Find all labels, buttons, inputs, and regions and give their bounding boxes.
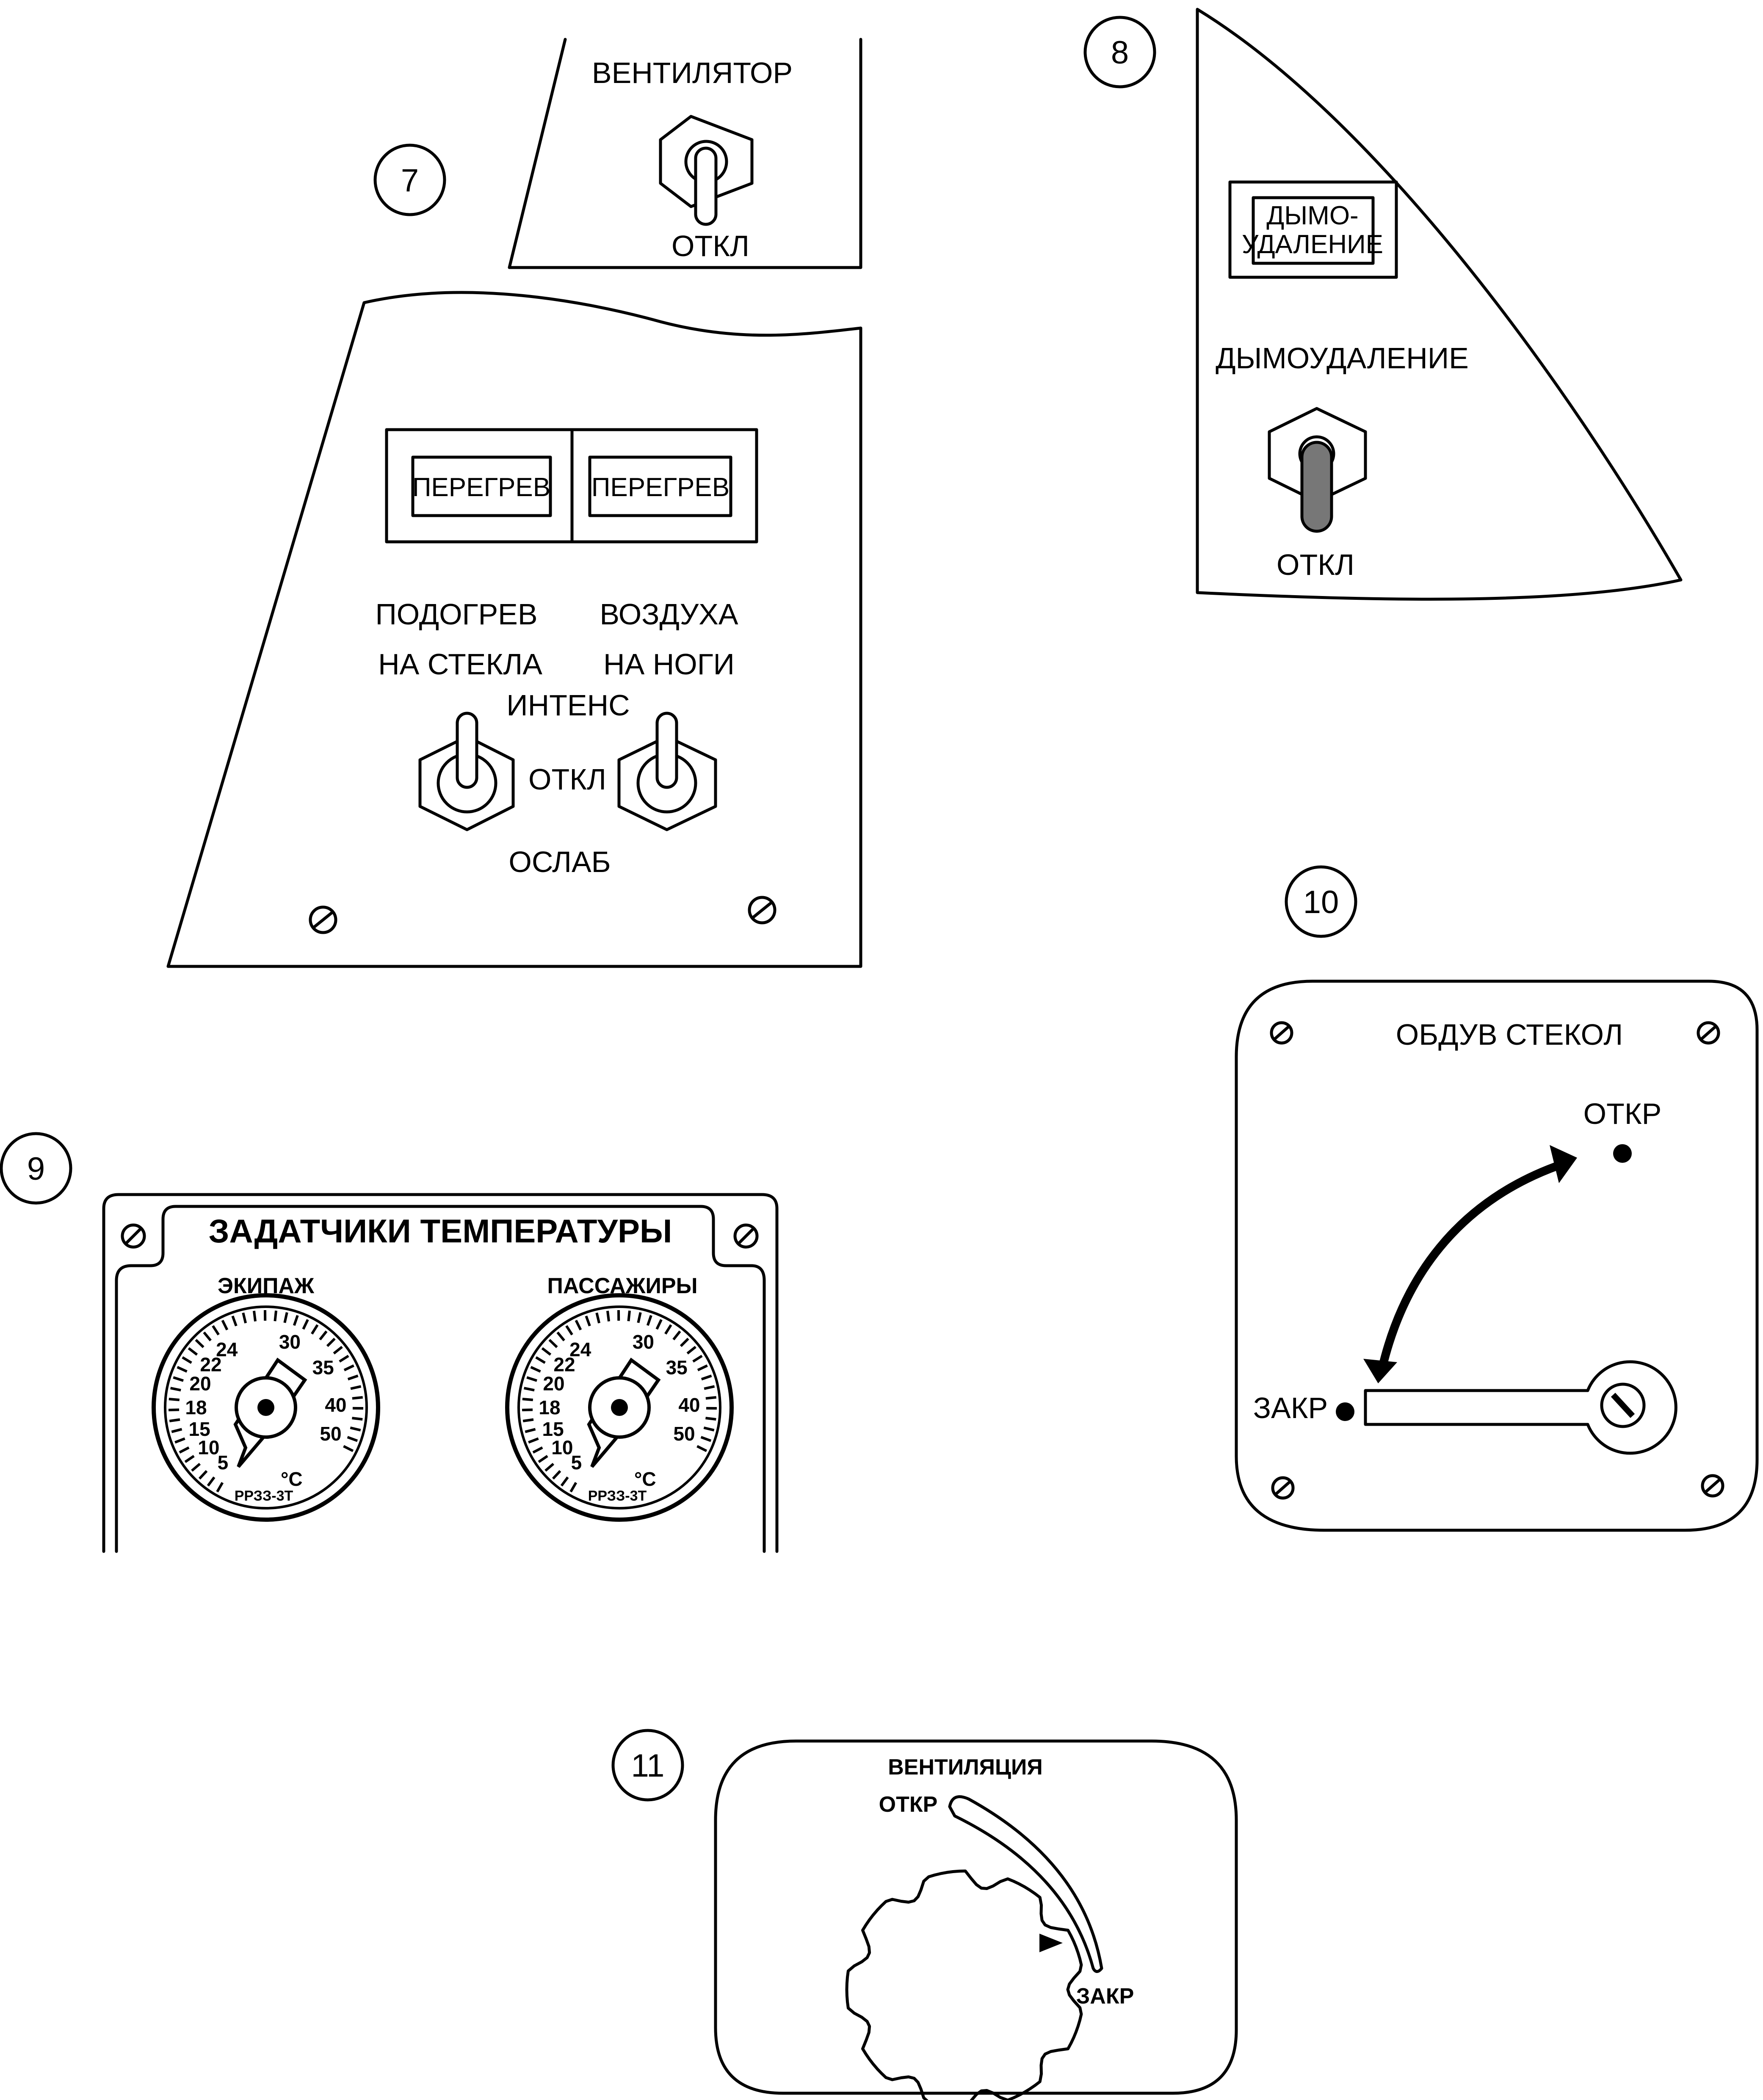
dial-model-label: РРЗЗ-3Т <box>235 1488 293 1504</box>
dial-scale-tick: 22 <box>553 1353 575 1375</box>
passengers-selector-knob[interactable] <box>587 1358 661 1468</box>
vent-closed-label: ЗАКР <box>1076 1984 1134 2009</box>
screw-icon <box>1271 1476 1295 1500</box>
dial-scale-tick: 35 <box>312 1356 334 1378</box>
svg-text:ДЫМО-: ДЫМО- <box>1266 201 1358 230</box>
dial-scale-tick: 22 <box>200 1353 221 1375</box>
svg-text:7: 7 <box>401 163 419 199</box>
screw-icon <box>309 905 337 934</box>
screw-icon <box>1701 1474 1724 1498</box>
dial-scale-tick: 10 <box>551 1437 573 1459</box>
pointer-triangle-icon <box>1039 1934 1063 1952</box>
vent-open-label: ОТКР <box>879 1792 938 1817</box>
svg-text:ПЕРЕГРЕВ: ПЕРЕГРЕВ <box>412 473 550 502</box>
dial-scale-tick: 15 <box>188 1418 210 1440</box>
air-caption: ВОЗДУХА <box>600 598 738 631</box>
dial-scale-tick: 40 <box>678 1394 700 1416</box>
windshield-caption: НА СТЕКЛА <box>378 648 542 681</box>
screw-icon <box>733 1223 759 1249</box>
windshield-heat-toggle[interactable] <box>418 712 515 831</box>
heating-caption: ПОДОГРЕВ <box>375 598 537 631</box>
callout-10: 10 <box>1285 865 1357 938</box>
screw-icon <box>748 896 776 924</box>
callout-9: 9 <box>0 1132 72 1205</box>
dial-scale-tick: 5 <box>571 1452 582 1474</box>
ventilation-panel: ВЕНТИЛЯЦИЯ ОТКР ЗАКР <box>714 1739 1238 2100</box>
screw-icon <box>1697 1021 1720 1045</box>
dial-scale-tick: 18 <box>539 1396 560 1418</box>
dial-scale-tick: 15 <box>542 1418 564 1440</box>
smoke-removal-lamp: ДЫМО- УДАЛЕНИЕ <box>1228 180 1398 279</box>
dial-scale-tick: 50 <box>320 1423 341 1445</box>
rotation-arrow-icon <box>1363 1145 1577 1383</box>
svg-text:9: 9 <box>27 1151 45 1187</box>
dial-scale-tick: 20 <box>543 1373 564 1395</box>
windshield-blow-panel: ОБДУВ СТЕКОЛ ОТКР ЗАКР <box>1235 980 1759 1532</box>
svg-text:11: 11 <box>631 1748 665 1784</box>
open-indicator-dot <box>1613 1144 1632 1163</box>
windshield-blow-title: ОБДУВ СТЕКОЛ <box>1396 1018 1623 1051</box>
dial-scale-tick: 50 <box>673 1423 695 1445</box>
dial-unit-label: °C <box>634 1468 656 1490</box>
off-position-label: ОТКЛ <box>528 763 606 796</box>
dial-scale-tick: 5 <box>218 1452 229 1474</box>
svg-text:8: 8 <box>1111 35 1129 71</box>
weak-position-label: ОСЛАБ <box>508 845 611 878</box>
fan-panel-title: ВЕНТИЛЯТОР <box>592 56 793 89</box>
feet-caption: НА НОГИ <box>603 648 735 681</box>
overheat-lamp-right: ПЕРЕГРЕВ <box>588 455 732 517</box>
feet-heat-toggle[interactable] <box>617 712 717 831</box>
dial-unit-label: °C <box>281 1468 303 1490</box>
dial-scale-tick: 30 <box>279 1331 301 1353</box>
temperature-panel-title: ЗАДАТЧИКИ ТЕМПЕРАТУРЫ <box>209 1212 672 1250</box>
screw-icon <box>1270 1021 1293 1045</box>
fan-switch-off-label: ОТКЛ <box>671 229 749 262</box>
dial-model-label: РРЗЗ-3Т <box>588 1488 647 1504</box>
dial-scale-tick: 20 <box>189 1373 211 1395</box>
smoke-removal-toggle[interactable] <box>1268 407 1367 533</box>
callout-8: 8 <box>1083 16 1156 88</box>
windshield-blow-lever[interactable] <box>1364 1360 1677 1455</box>
svg-text:УДАЛЕНИЕ: УДАЛЕНИЕ <box>1242 230 1383 259</box>
fan-toggle-switch[interactable] <box>659 115 754 226</box>
svg-text:ПЕРЕГРЕВ: ПЕРЕГРЕВ <box>591 473 730 502</box>
smoke-removal-panel: ДЫМО- УДАЛЕНИЕ ДЫМОУДАЛЕНИЕ ОТКЛ <box>1196 8 1683 601</box>
ventilation-knob[interactable] <box>845 1869 1083 2100</box>
ventilation-title: ВЕНТИЛЯЦИЯ <box>888 1755 1043 1780</box>
temperature-setters-panel: ЗАДАТЧИКИ ТЕМПЕРАТУРЫ ЭКИПАЖ ПАССАЖИРЫ 5… <box>102 1193 779 1553</box>
screw-icon <box>121 1223 146 1249</box>
dial-scale-tick: 18 <box>185 1396 207 1418</box>
dial-scale-tick: 30 <box>633 1331 654 1353</box>
smoke-removal-label: ДЫМОУДАЛЕНИЕ <box>1216 342 1469 375</box>
crew-selector-knob[interactable] <box>233 1358 307 1468</box>
callout-11: 11 <box>611 1729 684 1802</box>
open-label: ОТКР <box>1583 1097 1662 1130</box>
svg-text:10: 10 <box>1303 884 1339 920</box>
smoke-switch-off-label: ОТКЛ <box>1277 548 1354 581</box>
closed-label: ЗАКР <box>1253 1391 1328 1424</box>
callout-7: 7 <box>373 143 446 216</box>
fan-panel: ВЕНТИЛЯТОР ОТКЛ <box>508 38 862 269</box>
dial-scale-tick: 35 <box>666 1356 688 1378</box>
overheat-lamp-left: ПЕРЕГРЕВ <box>411 455 552 517</box>
dial-scale-tick: 10 <box>198 1437 219 1459</box>
dial-scale-tick: 24 <box>569 1338 591 1360</box>
dial-scale-tick: 24 <box>216 1338 238 1360</box>
closed-indicator-dot <box>1336 1402 1354 1421</box>
dial-scale-tick: 40 <box>325 1394 346 1416</box>
open-close-arc <box>948 1795 1103 1973</box>
intense-position-label: ИНТЕНС <box>506 689 630 722</box>
heating-panel: ПЕРЕГРЕВ ПЕРЕГРЕВ ПОДОГРЕВ ВОЗДУХА НА СТ… <box>166 291 862 968</box>
